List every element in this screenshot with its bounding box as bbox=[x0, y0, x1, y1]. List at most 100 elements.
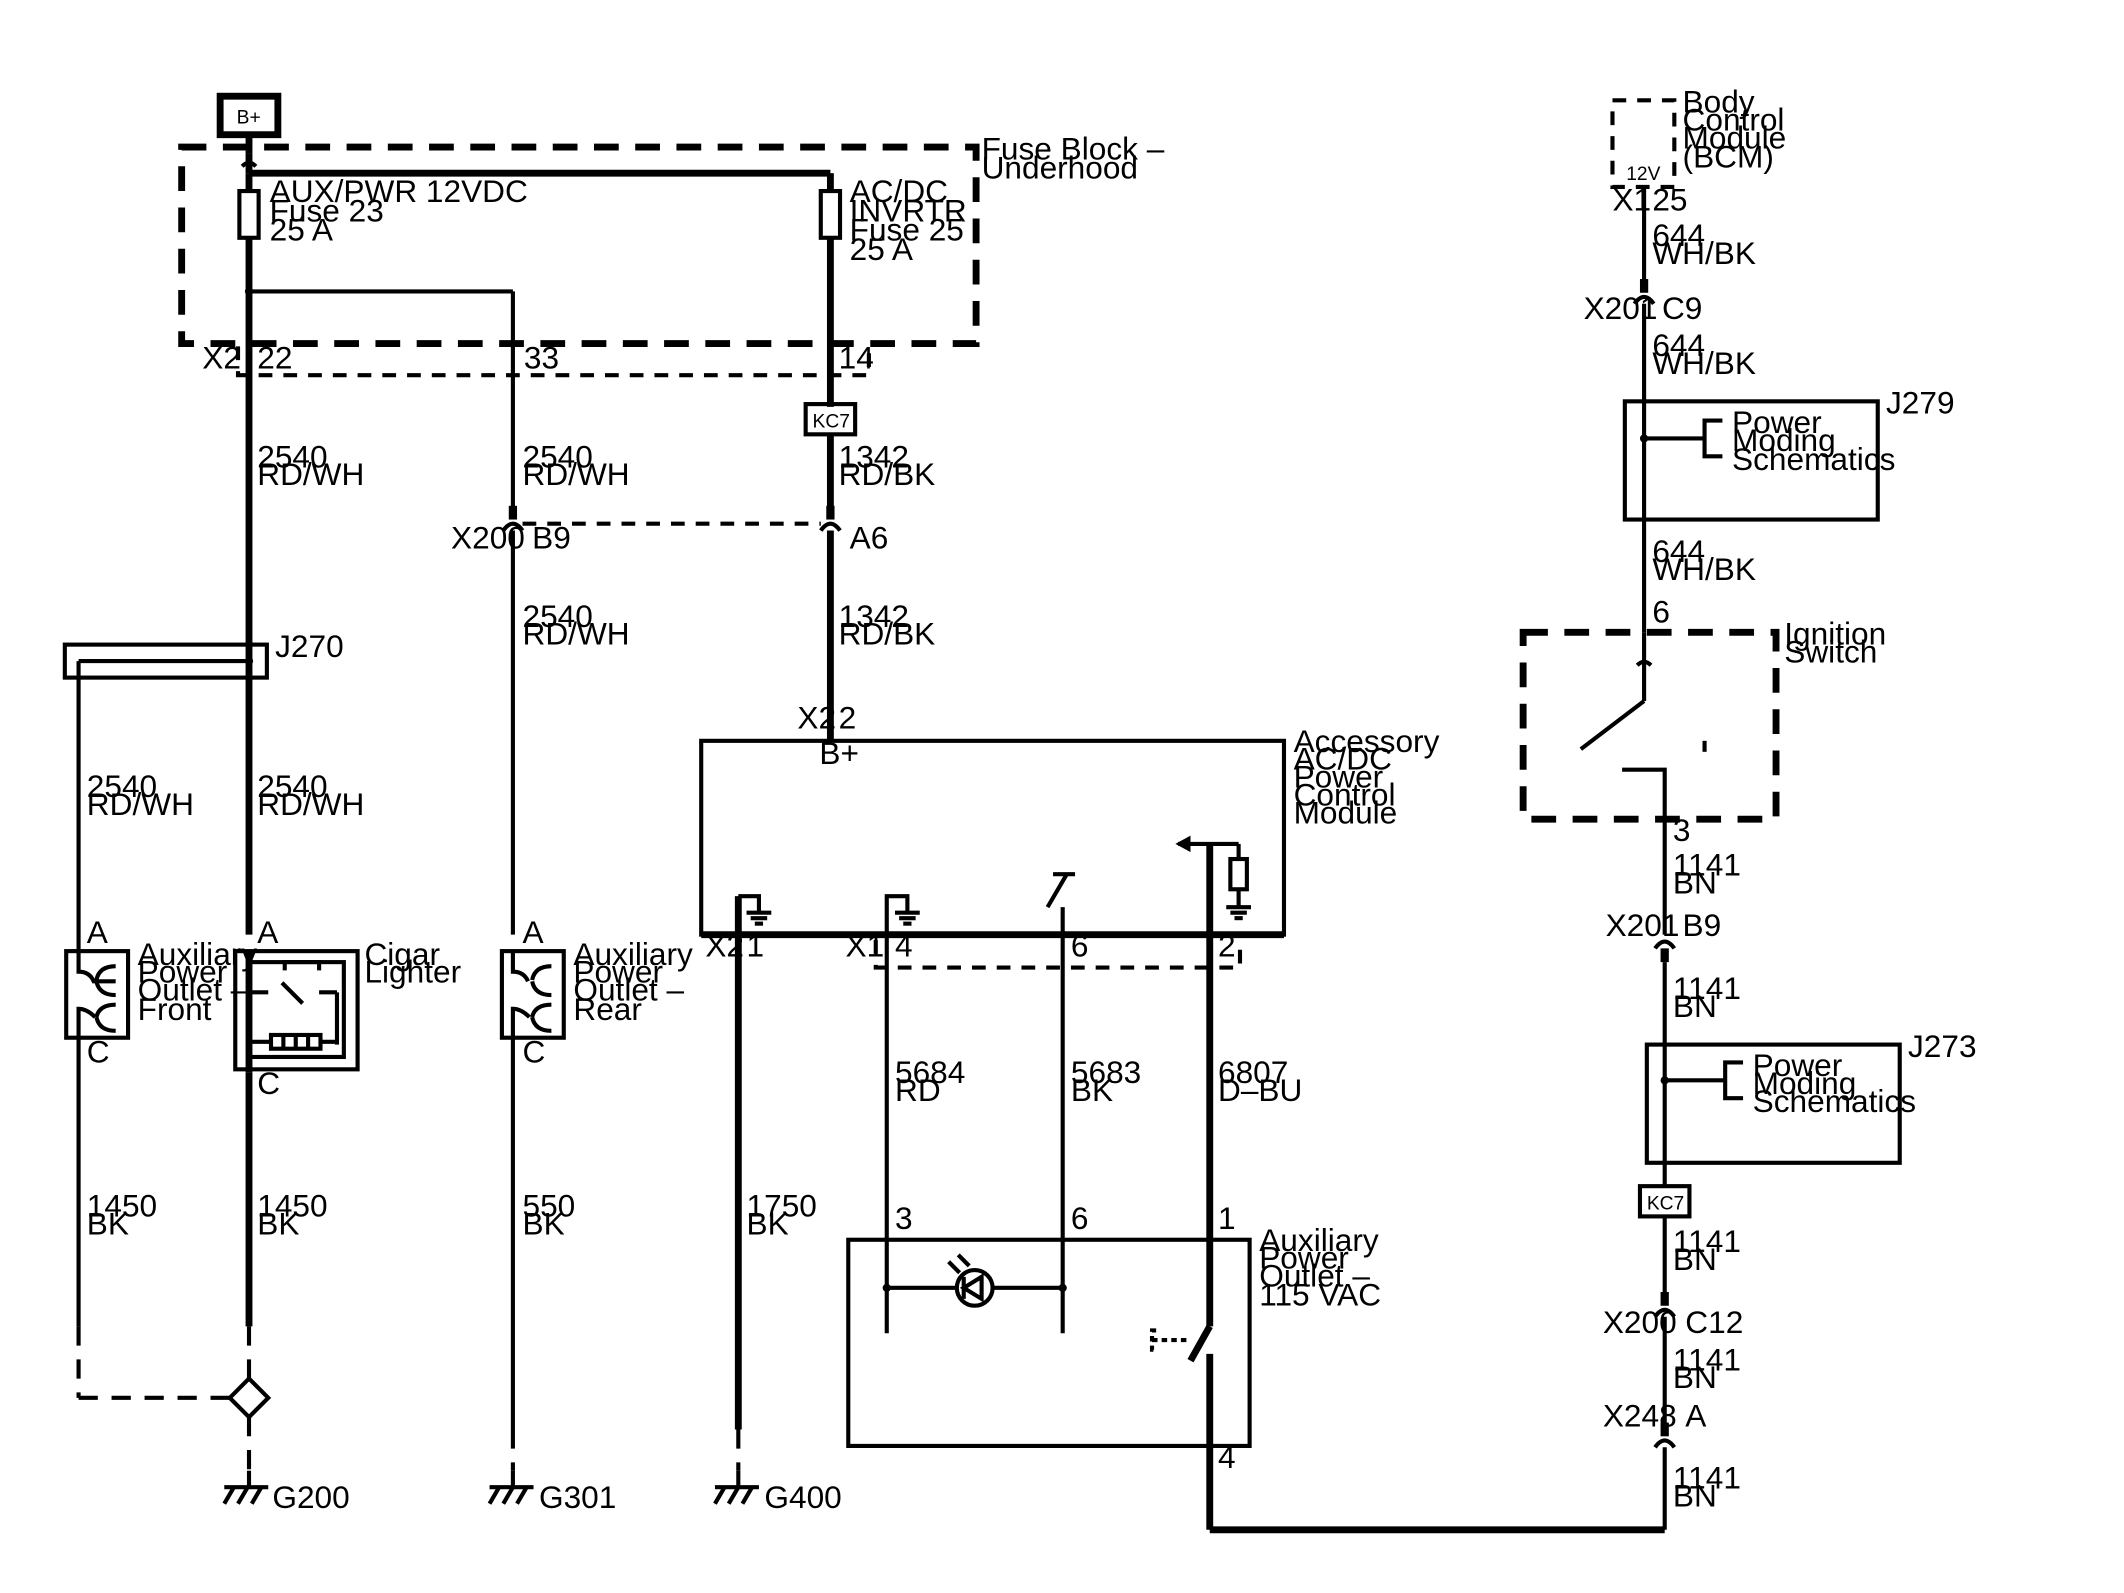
diagram-label: Outlet – bbox=[138, 972, 249, 1008]
fuse-block-connector-x2: X2 22 33 14 bbox=[202, 339, 874, 378]
diagram-label: Outlet – bbox=[573, 972, 684, 1008]
diagram-label: Fuse 25 bbox=[850, 212, 964, 248]
diagram-label: X201 bbox=[1606, 907, 1680, 943]
diagram-label: 115 VAC bbox=[1259, 1277, 1381, 1313]
diagram-label: 1 bbox=[1218, 1200, 1236, 1236]
accessory-acdc-power-control-module: X2 2 B+ Accessory AC/DC Power Control Mo… bbox=[699, 699, 1440, 964]
diagram-label: BN bbox=[1673, 1241, 1717, 1277]
diagram-label: BK bbox=[257, 1205, 299, 1241]
fuse-25: AC/DC INVRTR Fuse 25 25 A bbox=[818, 173, 967, 267]
diagram-label: Rear bbox=[573, 991, 642, 1027]
diagram-label: 2540 bbox=[257, 438, 327, 474]
diagram-label: RD/WH bbox=[257, 786, 364, 822]
diagram-label: J273 bbox=[1908, 1028, 1977, 1064]
battery-positive: B+ bbox=[216, 92, 282, 139]
diagram-label: X1 bbox=[846, 928, 885, 964]
diagram-label: 1141 bbox=[1673, 1223, 1741, 1259]
diagram-label: Body bbox=[1683, 84, 1755, 120]
diagram-label: 3 bbox=[895, 1200, 913, 1236]
ground-g400: G400 bbox=[713, 1470, 842, 1515]
diagram-label: 22 bbox=[257, 339, 292, 375]
diagram-label: B+ bbox=[237, 108, 261, 129]
diagram-label: Accessory bbox=[1294, 723, 1440, 759]
diagram-label: 1450 bbox=[87, 1187, 157, 1223]
diagram-label: 14 bbox=[839, 339, 874, 375]
diagram-label: KC7 bbox=[1647, 1194, 1684, 1215]
diagram-label: RD bbox=[895, 1072, 941, 1108]
diagram-label: WH/BK bbox=[1652, 345, 1756, 381]
diagram-label: INVRTR bbox=[850, 192, 967, 228]
diagram-label: 3 bbox=[1673, 812, 1691, 848]
diagram-label: 644 bbox=[1652, 217, 1705, 253]
connector-x248: X248 A bbox=[1603, 1398, 1707, 1449]
ignition-switch: 6 Ignition Switch 3 bbox=[1519, 594, 1886, 848]
diagram-label: J270 bbox=[275, 628, 344, 664]
diagram-label: 25 bbox=[1652, 181, 1687, 217]
diagram-label: 2 bbox=[1218, 928, 1236, 964]
diagram-label: J279 bbox=[1886, 385, 1955, 421]
diagram-label: 1342 bbox=[839, 598, 909, 634]
splice-pack-j270: J270 bbox=[62, 628, 344, 680]
diagram-label: 2 bbox=[839, 699, 857, 735]
diagram-label: Control bbox=[1294, 776, 1396, 812]
diagram-label: Module bbox=[1683, 119, 1787, 155]
diagram-label: BK bbox=[87, 1205, 129, 1241]
diagram-label: C9 bbox=[1662, 290, 1702, 326]
diagram-label: A bbox=[1685, 1398, 1707, 1434]
diagram-label: 5683 bbox=[1071, 1054, 1141, 1090]
diagram-label: Moding bbox=[1753, 1065, 1857, 1101]
diagram-label: Lighter bbox=[364, 954, 461, 990]
diagram-label: 1342 bbox=[839, 438, 909, 474]
diagram-label: Power bbox=[1259, 1240, 1349, 1276]
connector-x200-c12: X200 C12 bbox=[1603, 1291, 1743, 1340]
diagram-label: G400 bbox=[764, 1479, 841, 1515]
diagram-label: C bbox=[257, 1065, 280, 1101]
diagram-label: Schematics bbox=[1732, 441, 1895, 477]
diagram-label: A bbox=[257, 914, 279, 950]
fuse-block-title: Fuse Block – bbox=[982, 130, 1165, 166]
diagram-label: A6 bbox=[850, 519, 889, 555]
diagram-label: KC7 bbox=[813, 411, 850, 432]
diagram-label: X2 bbox=[797, 699, 836, 735]
led-indicator-icon bbox=[954, 1267, 995, 1308]
diagram-label: RD/BK bbox=[839, 456, 936, 492]
diagram-label: B9 bbox=[1683, 907, 1722, 943]
diagram-label: 12V bbox=[1626, 164, 1660, 185]
diagram-label: C12 bbox=[1685, 1304, 1743, 1340]
diagram-label: 644 bbox=[1652, 327, 1705, 363]
diagram-label: 1141 bbox=[1673, 847, 1741, 883]
diagram-label: Power bbox=[573, 954, 663, 990]
splice-pack-j273: J273 Power Moding Schematics bbox=[1644, 1028, 1977, 1165]
kc7-top: KC7 bbox=[803, 402, 858, 437]
diagram-label: BN bbox=[1673, 1359, 1717, 1395]
splice-pack-j279: J279 Power Moding Schematics bbox=[1622, 385, 1955, 522]
diagram-label: Module bbox=[1294, 794, 1398, 830]
diagram-label: 5684 bbox=[895, 1054, 965, 1090]
diagram-label: 2540 bbox=[523, 598, 593, 634]
diagram-label: 1750 bbox=[747, 1187, 817, 1223]
diagram-label: 1141 bbox=[1673, 1341, 1741, 1377]
diagram-label: RD/WH bbox=[523, 616, 630, 652]
diagram-label: 6 bbox=[1652, 594, 1670, 630]
diagram-label: C bbox=[523, 1033, 546, 1069]
diagram-label: Fuse 23 bbox=[270, 192, 384, 228]
diagram-label: Power bbox=[1732, 404, 1822, 440]
aux-power-outlet-115vac: 3 6 1 Auxiliary Power Outlet – 115 VAC 4 bbox=[846, 1200, 1381, 1530]
ground-g301: G301 bbox=[487, 1470, 616, 1515]
diagram-label: A bbox=[87, 914, 109, 950]
diagram-label: 1 bbox=[747, 928, 765, 964]
diagram-label: 6807 bbox=[1218, 1054, 1288, 1090]
diagram-label: A bbox=[523, 914, 545, 950]
diagram-label: AC/DC bbox=[1294, 741, 1392, 777]
diagram-label: Auxiliary bbox=[1259, 1222, 1379, 1258]
diagram-label: RD/WH bbox=[523, 456, 630, 492]
connector-x200-top: X200 B9 A6 bbox=[451, 505, 889, 555]
diagram-label: 2540 bbox=[257, 768, 327, 804]
diagram-label: WH/BK bbox=[1652, 551, 1756, 587]
diagram-label: Front bbox=[138, 991, 212, 1027]
diagram-label: X248 bbox=[1603, 1398, 1677, 1434]
diagram-label: Switch bbox=[1784, 633, 1877, 669]
diagram-label: 550 bbox=[523, 1187, 576, 1223]
diagram-label: BK bbox=[523, 1205, 565, 1241]
